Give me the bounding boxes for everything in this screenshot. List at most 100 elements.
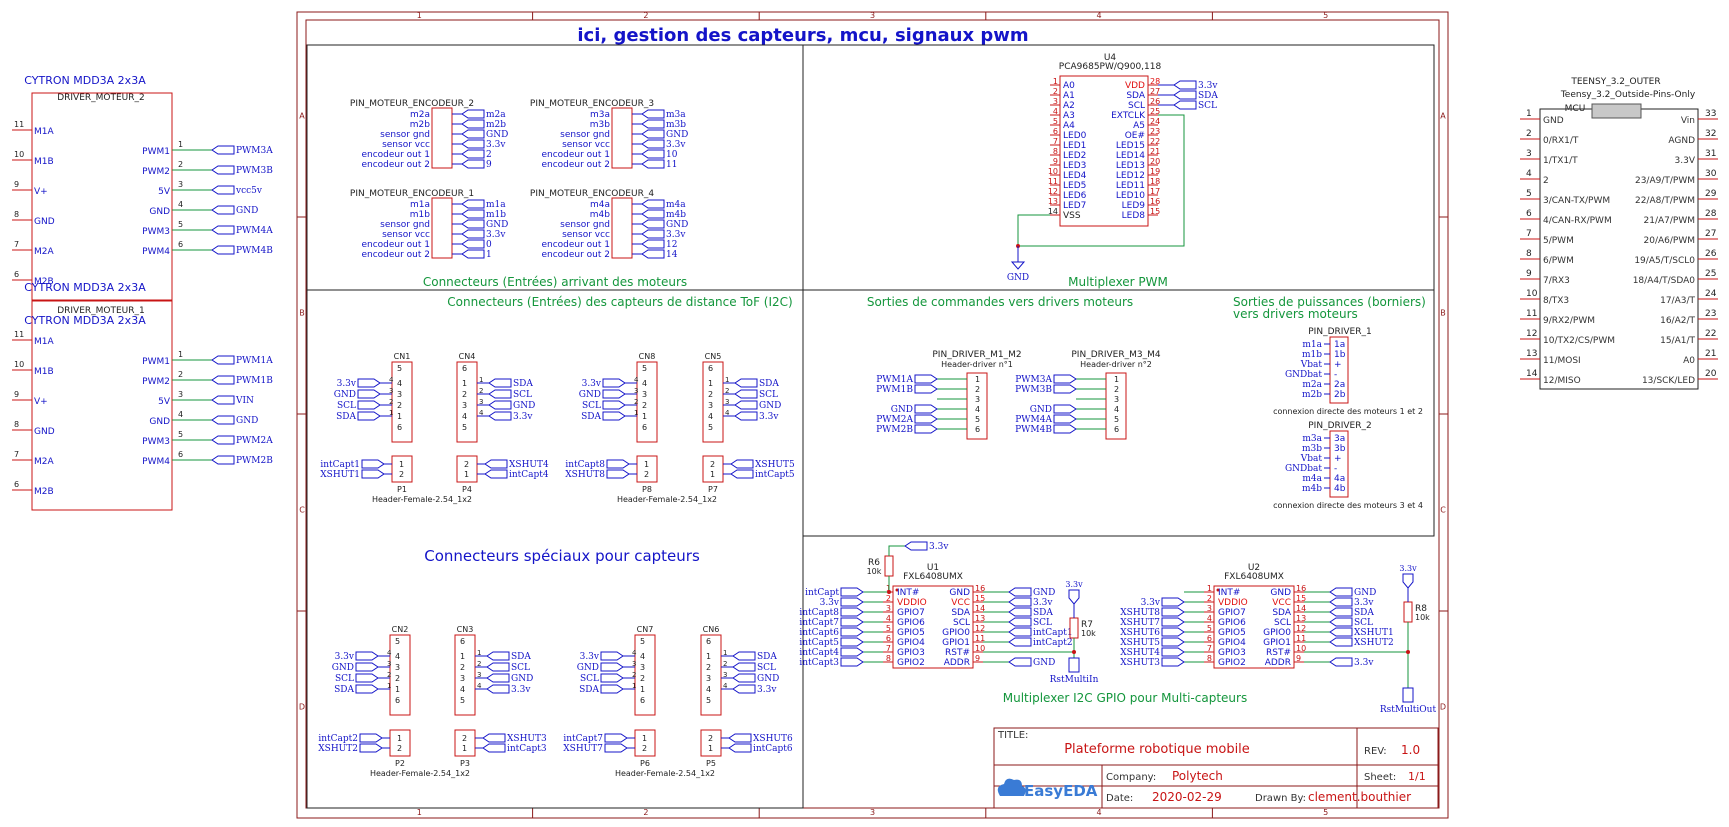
section-cmd-out	[802, 289, 1435, 537]
encoder-pin: encodeur out 2	[361, 250, 430, 260]
net-flag	[914, 414, 938, 424]
pin-number: 2	[886, 594, 891, 603]
encoder-pin: sensor vcc	[562, 140, 610, 150]
net-flag	[641, 239, 665, 249]
header-ref: P3	[460, 759, 470, 768]
driver-body	[31, 92, 173, 302]
encoder-title: PIN_MOTEUR_ENCODEUR_1	[350, 189, 474, 199]
net-label: SDA	[1033, 608, 1053, 618]
net-label: 3.3v	[486, 140, 506, 150]
pin-label: M2A	[34, 247, 54, 257]
pin-label: SDA	[951, 608, 970, 618]
net-flag	[461, 109, 485, 119]
easyeda-logo-icon	[997, 778, 1026, 796]
net-flag	[1068, 657, 1080, 673]
sensor-pin: 6	[395, 696, 400, 705]
pin-number: 4	[975, 405, 980, 414]
header-body	[391, 455, 413, 483]
pin-label: LED6	[1063, 191, 1087, 201]
net-flag	[211, 225, 235, 235]
sensor-pin: 1	[460, 652, 465, 661]
pin-number: 6	[14, 270, 19, 279]
pin-label: A3	[1063, 111, 1075, 121]
pin-number: 2	[387, 671, 391, 679]
pin-number: 1	[389, 409, 393, 417]
pin-number: 11	[14, 330, 24, 339]
net-label: PWM3B	[236, 166, 273, 176]
tb-company-label: Company:	[1106, 772, 1156, 783]
net-flag	[728, 733, 752, 743]
encoder-title: PIN_MOTEUR_ENCODEUR_3	[530, 99, 654, 109]
pin-label: INT#	[1218, 588, 1240, 598]
pin-number: 7	[14, 240, 19, 249]
net-flag	[461, 159, 485, 169]
pin-number: 4	[1114, 405, 1119, 414]
sensor-pin: 3	[642, 390, 647, 399]
encoder-title: PIN_MOTEUR_ENCODEUR_2	[350, 99, 474, 109]
header-body	[456, 455, 478, 483]
pin-label: LED15	[1116, 141, 1145, 151]
pin-number: 6	[14, 480, 19, 489]
net-label: GND	[577, 663, 599, 673]
section-tof	[306, 289, 804, 809]
net-flag	[357, 400, 381, 410]
pin-number: 2	[479, 387, 483, 395]
pin-label: GPIO3	[1218, 648, 1246, 658]
pin-label: ADDR	[944, 658, 970, 668]
pin-number: 23	[1705, 309, 1716, 319]
pin-number: 5	[178, 220, 183, 229]
pin-number: 2	[725, 387, 729, 395]
pin-label: GPIO1	[1263, 638, 1291, 648]
net-flag	[357, 411, 381, 421]
teensy-sub: Teensy_3.2_Outside-Pins-Only	[1560, 90, 1696, 100]
power-net: GNDbat	[1285, 464, 1322, 474]
net-label: m4b	[666, 210, 686, 220]
encoder-body	[611, 197, 633, 259]
sensor-body	[700, 634, 722, 716]
net-label: intCapt4	[509, 470, 549, 480]
pin-number: 4	[1053, 107, 1058, 116]
pin-number: 16	[1296, 584, 1306, 593]
pin-label: 1/TX1/T	[1543, 156, 1578, 166]
net-label: PWM3A	[236, 146, 273, 156]
sensor-pin: 6	[397, 423, 402, 432]
pin-label: GPIO6	[897, 618, 925, 628]
net-flag	[482, 733, 506, 743]
pin-number: 3	[634, 387, 638, 395]
pin-number: 8	[14, 420, 19, 429]
net-label: 3.3v	[337, 379, 357, 389]
net-flag	[604, 733, 628, 743]
outer-border	[296, 11, 1449, 819]
sensor-pin: 5	[460, 696, 465, 705]
sensor-pin: 3	[706, 674, 711, 683]
net-label: intCapt5	[755, 470, 795, 480]
net-label: SCL	[335, 674, 354, 684]
pin-label: M1A	[34, 337, 54, 347]
net-flag	[904, 541, 928, 551]
pin-number: 3	[1526, 149, 1532, 159]
net-label: intCapt3	[507, 744, 547, 754]
pin-number: 10	[1048, 167, 1058, 176]
pin-label: M1B	[34, 367, 54, 377]
driver-title: DRIVER_MOTEUR_1	[57, 306, 145, 316]
power-body	[1329, 336, 1349, 404]
net-flag	[1329, 597, 1353, 607]
sensor-pin: 1	[708, 379, 713, 388]
sensor-pin: 1	[706, 652, 711, 661]
pin1-dot	[895, 588, 899, 592]
sensor-pin: 3	[460, 674, 465, 683]
sensor-pin: 2	[642, 401, 647, 410]
net-label: 3.3v	[666, 230, 686, 240]
net-label: PWM3A	[1015, 375, 1052, 385]
net-flag	[1329, 587, 1353, 597]
net-flag	[840, 617, 864, 627]
net-flag	[361, 459, 385, 469]
pin-label: 4/CAN-RX/PWM	[1543, 216, 1612, 226]
teensy-chip-label: MCU	[1565, 104, 1586, 114]
sensor-pin: 1	[462, 379, 467, 388]
sensor-pin: 3	[708, 401, 713, 410]
pin-label: INT#	[897, 588, 919, 598]
encoder-pin: sensor gnd	[380, 220, 430, 230]
net-label: GND	[513, 401, 535, 411]
frame-row-right: A	[1440, 112, 1446, 121]
